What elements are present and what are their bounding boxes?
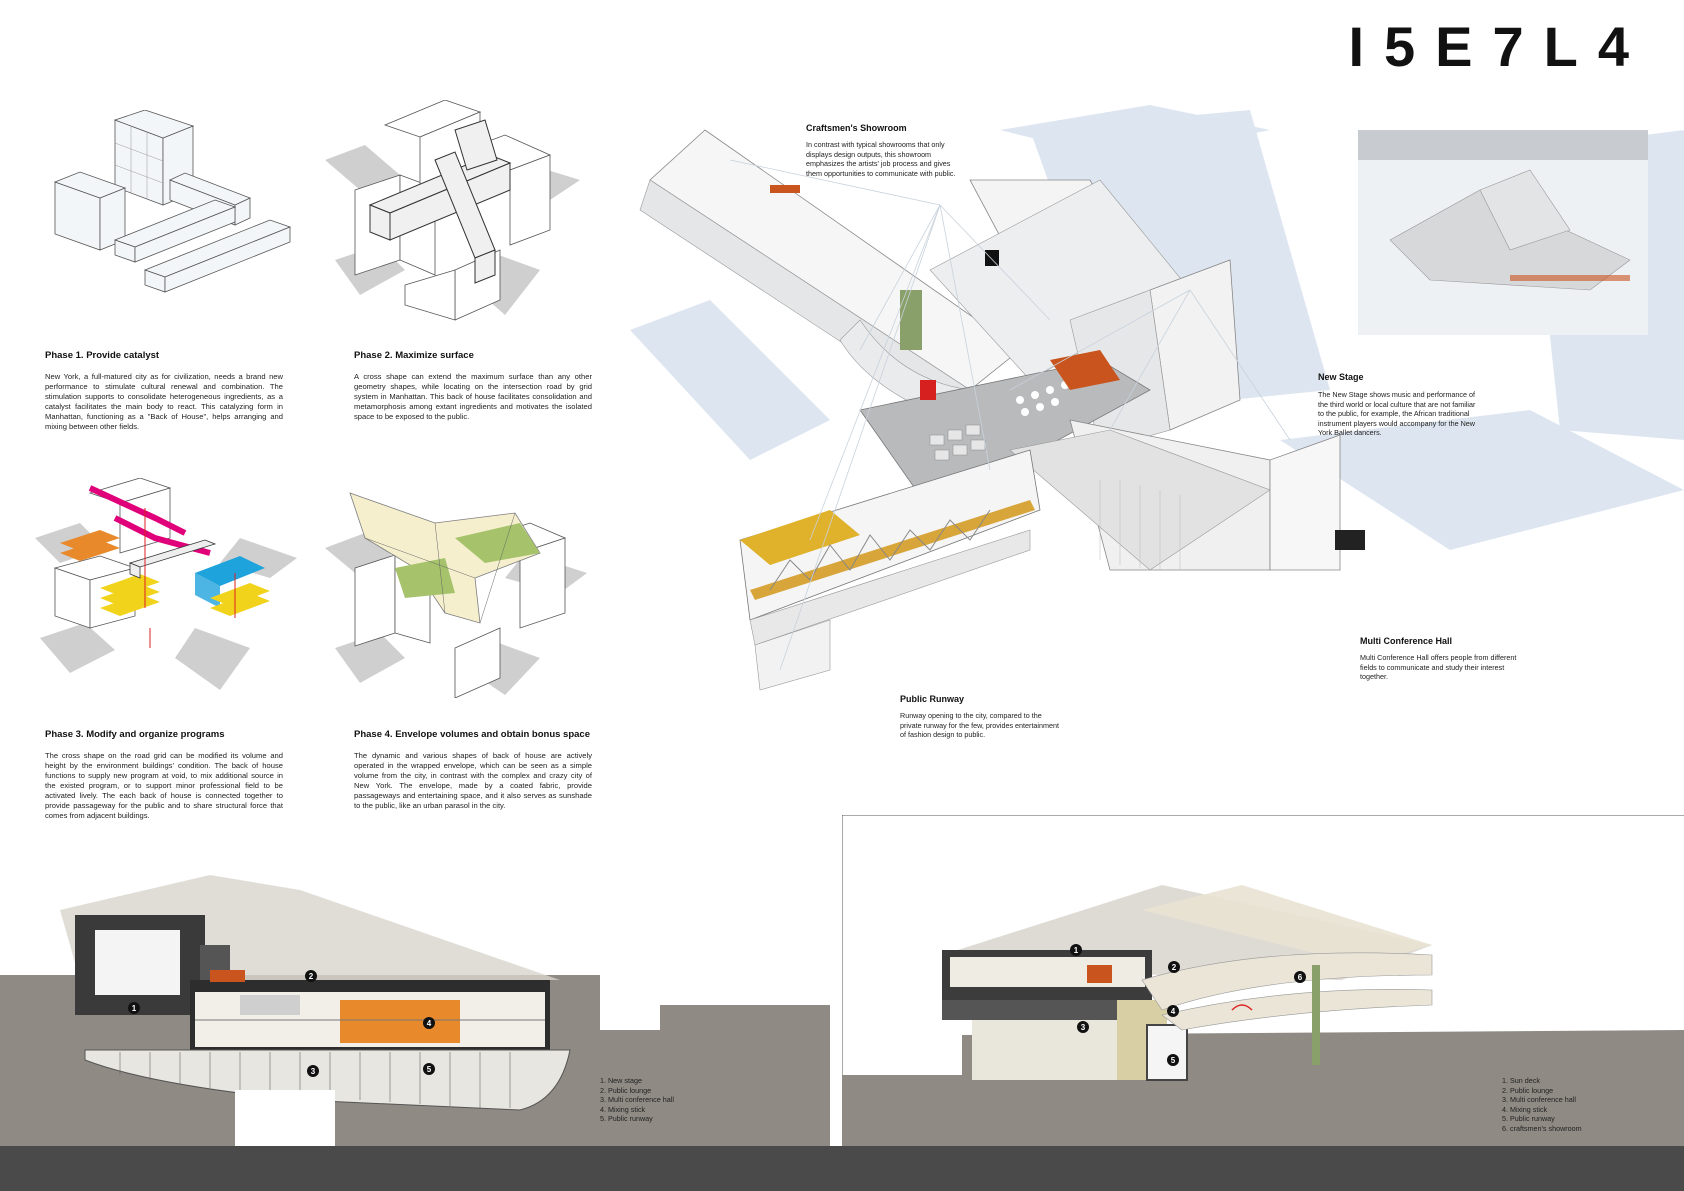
section-right-badge: 5 — [1167, 1054, 1179, 1066]
legend-item: 3. Multi conference hall — [600, 1095, 674, 1105]
callout-new-stage-title: New Stage — [1318, 372, 1364, 382]
section-left-badge: 5 — [423, 1063, 435, 1075]
phase-4-diagram — [325, 483, 590, 698]
legend-item: 4. Mixing stick — [1502, 1104, 1548, 1114]
phase-3-text: The cross shape on the road grid can be … — [45, 751, 283, 820]
phase-3-title: Phase 3. Modify and organize programs — [45, 729, 225, 740]
phase-3-diagram — [35, 478, 300, 693]
section-left-badge: 3 — [307, 1065, 319, 1077]
sheet-code: I5E7L4 — [1348, 15, 1649, 78]
section-right-badge: 6 — [1294, 971, 1306, 983]
callout-conference-text: Multi Conference Hall offers people from… — [1360, 653, 1517, 682]
legend-item: 2. Public lounge — [600, 1085, 652, 1095]
section-left-legend: 1. New stage 2. Public lounge 3. Multi c… — [600, 1076, 674, 1124]
phase-2-text: A cross shape can extend the maximum sur… — [354, 372, 592, 421]
legend-item: 5. Public runway — [600, 1114, 653, 1124]
callout-runway-text: Runway opening to the city, compared to … — [900, 711, 1060, 740]
axonometric-render — [630, 90, 1684, 760]
phase-1-title: Phase 1. Provide catalyst — [45, 350, 160, 361]
legend-item: 3. Multi conference hall — [1502, 1095, 1576, 1105]
phase-2-diagram — [325, 100, 590, 325]
section-left-badge: 4 — [423, 1017, 435, 1029]
section-right — [842, 815, 1684, 1146]
section-right-badge: 2 — [1168, 961, 1180, 973]
section-right-badge: 4 — [1167, 1005, 1179, 1017]
callout-new-stage-text: The New Stage shows music and performanc… — [1318, 390, 1476, 438]
phase-4-title: Phase 4. Envelope volumes and obtain bon… — [354, 729, 590, 740]
section-left-badge: 1 — [128, 1002, 140, 1014]
phase-2-title: Phase 2. Maximize surface — [354, 350, 474, 361]
callout-craftsmen-title: Craftsmen's Showroom — [806, 123, 907, 133]
section-right-legend: 1. Sun deck 2. Public lounge 3. Multi co… — [1502, 1076, 1582, 1134]
section-left — [0, 870, 830, 1146]
legend-item: 1. New stage — [600, 1076, 642, 1085]
legend-item: 1. Sun deck — [1502, 1076, 1540, 1085]
section-right-badge: 3 — [1077, 1021, 1089, 1033]
callout-craftsmen-text: In contrast with typical showrooms that … — [806, 140, 956, 178]
callout-runway-title: Public Runway — [900, 694, 965, 704]
callout-conference-title: Multi Conference Hall — [1360, 636, 1453, 646]
legend-item: 2. Public lounge — [1502, 1085, 1554, 1095]
legend-item: 6. craftsmen's showroom — [1502, 1123, 1582, 1133]
bottom-bar — [0, 1146, 1684, 1191]
section-right-badge: 1 — [1070, 944, 1082, 956]
phase-1-text: New York, a full-matured city as for civ… — [45, 372, 283, 431]
legend-item: 5. Public runway — [1502, 1114, 1555, 1124]
section-left-badge: 2 — [305, 970, 317, 982]
phase-4-text: The dynamic and various shapes of back o… — [354, 751, 592, 810]
phase-1-diagram — [45, 110, 305, 310]
legend-item: 4. Mixing stick — [600, 1104, 646, 1114]
